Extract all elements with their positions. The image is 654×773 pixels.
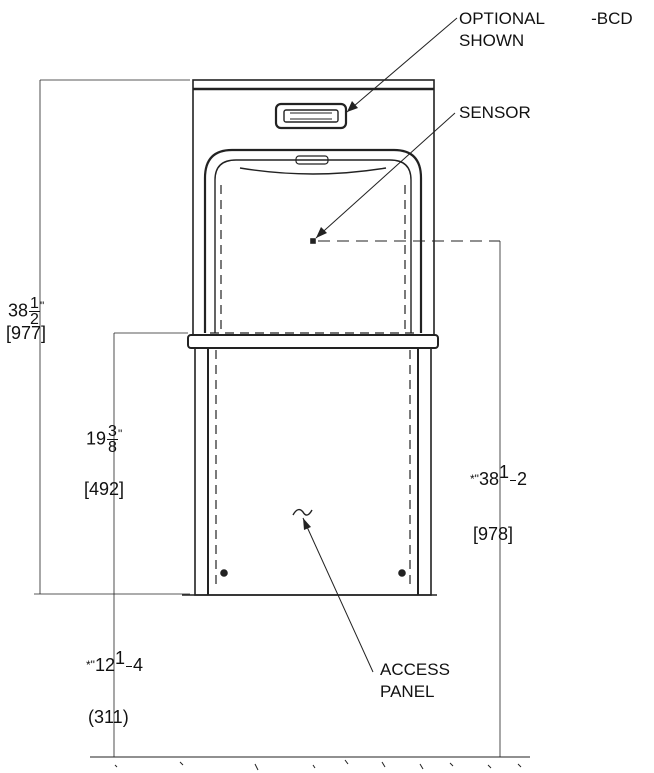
dim-basin-metric: [492] [84,479,125,499]
dim-overall-whole: 38 [8,300,29,321]
upper-cabinet [192,79,435,336]
dim-floor-prefix: * [86,658,91,672]
sensor-dot [310,238,316,244]
callout-optional-shown: SHOWN [459,31,525,50]
dim-basin-whole: 19 [86,428,107,449]
dim-floor-metric: (311) [88,707,129,727]
dim-basin-num: 3 [107,423,118,440]
spout [239,167,387,175]
dim-overall-mark: " [39,299,45,313]
callout-optional-suffix: -BCD [591,9,633,28]
dim-floor-mark: " [90,658,95,672]
callout-optional: OPTIONAL -BCD [459,9,633,29]
leader-access [302,517,374,673]
dim-sensor-den: 2 [516,469,527,489]
dim-sensor-metric: [978] [473,524,514,544]
callout-access: ACCESS [380,660,450,679]
callout-sensor: SENSOR [459,103,531,122]
bcd-display [274,102,348,130]
dim-basin-den: 8 [108,439,117,456]
dim-basin-mark: " [117,427,123,441]
pedestal-ledge [187,334,439,349]
dim-floor-num: 1 [114,648,125,668]
callout-optional-text: OPTIONAL [459,9,545,28]
pedestal-body [194,347,432,596]
dim-floor-den: 4 [132,655,143,675]
dim-sensor-whole: 38 [478,469,499,489]
dim-overall-den: 2 [30,311,39,328]
dim-sensor-mark: " [474,472,479,486]
dim-overall-num: 1 [29,295,40,312]
access-panel-mark [292,508,313,516]
screw-right [398,569,406,577]
dim-sensor-num: 1 [498,462,509,482]
dim-overall-metric: [977] [6,323,47,343]
callout-access-panel: PANEL [380,682,435,701]
filler-arch [203,148,423,333]
dim-sensor-prefix: * [470,472,475,486]
screw-left [220,569,228,577]
leader-sensor [315,112,456,239]
dim-floor-whole: 12 [94,655,115,675]
leader-optional [346,17,458,113]
